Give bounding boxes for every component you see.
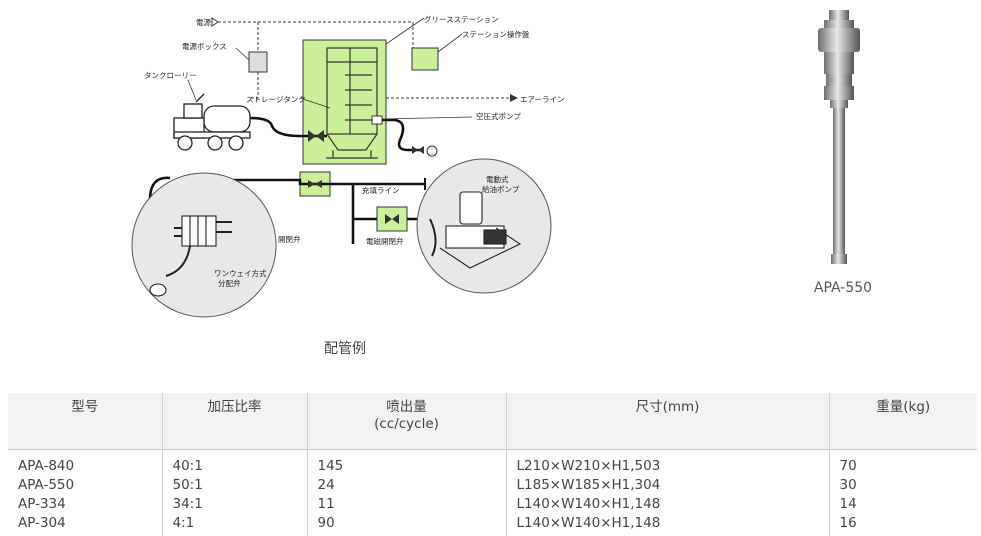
pressure-gauge (427, 146, 437, 156)
label-power-box: 電源ボックス (182, 42, 227, 51)
header-weight: 重量(kg) (829, 393, 977, 450)
table-header-row: 型号 加压比率 喷出量(cc/cycle) 尺寸(mm) 重量(kg) (8, 393, 977, 450)
label-tank-lorry: タンクローリー (144, 71, 197, 80)
label-one-way-2: 分配弁 (218, 278, 241, 288)
grease-station-box (303, 40, 386, 164)
label-station-panel: ステーション操作盤 (462, 29, 530, 39)
label-grease-station: グリースステーション (424, 14, 498, 24)
label-air-pump: 空圧式ポンプ (476, 111, 521, 121)
header-discharge: 喷出量(cc/cycle) (307, 393, 506, 450)
power-box (249, 52, 267, 72)
spec-table: 型号 加压比率 喷出量(cc/cycle) 尺寸(mm) 重量(kg) APA-… (8, 393, 977, 536)
product-label: APA-550 (800, 280, 886, 296)
label-fill-line: 充填ライン (362, 185, 400, 195)
label-electric-pump-1: 電動式 (486, 174, 509, 184)
station-panel-box (412, 48, 438, 70)
piping-diagram: 電源 電源ボックス タンクローリー グリースステーション ステーション操作盤 ス… (108, 6, 588, 328)
pump-product-image (800, 8, 880, 270)
label-power: 電源 (196, 18, 211, 27)
header-pressure-ratio: 加压比率 (162, 393, 307, 450)
air-pump (372, 116, 382, 124)
label-air-line: エアーライン (520, 95, 565, 104)
label-electric-pump-2: 給油ポンプ (482, 184, 520, 194)
header-model: 型号 (8, 393, 162, 450)
label-storage-tank: ストレージタンク (246, 95, 306, 104)
label-one-way-1: ワンウェイ方式 (214, 268, 267, 278)
label-shutoff-valve: 開閉弁 (278, 234, 301, 244)
label-solenoid-valve: 電磁開閉弁 (366, 236, 404, 246)
diagram-caption: 配管例 (300, 338, 390, 358)
header-dimensions: 尺寸(mm) (506, 393, 829, 450)
tank-lorry (174, 94, 250, 150)
